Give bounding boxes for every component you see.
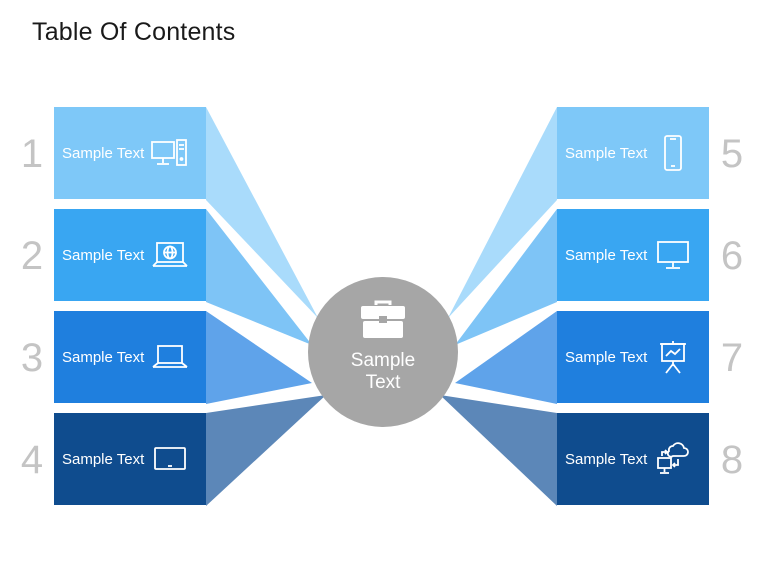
toc-item-4[interactable]: Sample Text: [54, 413, 206, 505]
ray-1: [206, 107, 318, 318]
presentation-board-icon: [653, 340, 693, 374]
toc-item-label: Sample Text: [565, 144, 648, 162]
hub-label: Sample Text: [350, 350, 416, 393]
toc-item-3[interactable]: Sample Text: [54, 311, 206, 403]
toc-item-label: Sample Text: [62, 246, 145, 264]
item-number-8: 8: [720, 438, 744, 482]
laptop-globe-icon: [150, 238, 190, 272]
ray-5: [448, 107, 557, 318]
toc-item-5[interactable]: Sample Text: [557, 107, 709, 199]
item-number-4: 4: [20, 438, 44, 482]
toc-item-7[interactable]: Sample Text: [557, 311, 709, 403]
toc-item-label: Sample Text: [565, 348, 648, 366]
toc-item-label: Sample Text: [565, 450, 648, 468]
toc-item-label: Sample Text: [565, 246, 648, 264]
desktop-computer-icon: [150, 136, 190, 170]
laptop-icon: [150, 340, 190, 374]
toc-item-8[interactable]: Sample Text: [557, 413, 709, 505]
ray-3: [206, 311, 312, 404]
item-number-5: 5: [720, 132, 744, 176]
toc-item-1[interactable]: Sample Text: [54, 107, 206, 199]
toc-item-2[interactable]: Sample Text: [54, 209, 206, 301]
ray-4: [206, 395, 326, 506]
item-number-3: 3: [20, 336, 44, 380]
briefcase-icon: [360, 299, 406, 344]
ray-6: [455, 209, 557, 345]
cloud-sync-icon: [653, 442, 693, 476]
page-title: Table Of Contents: [32, 18, 236, 46]
tablet-icon: [150, 442, 190, 476]
item-number-1: 1: [20, 132, 44, 176]
monitor-icon: [653, 238, 693, 272]
ray-8: [440, 395, 557, 506]
toc-item-label: Sample Text: [62, 348, 145, 366]
center-hub: Sample Text: [308, 277, 458, 427]
smartphone-icon: [653, 135, 693, 171]
item-number-7: 7: [720, 336, 744, 380]
ray-7: [455, 311, 557, 404]
toc-item-6[interactable]: Sample Text: [557, 209, 709, 301]
toc-item-label: Sample Text: [62, 450, 145, 468]
toc-item-label: Sample Text: [62, 144, 145, 162]
item-number-2: 2: [20, 234, 44, 278]
item-number-6: 6: [720, 234, 744, 278]
ray-2: [206, 209, 312, 345]
